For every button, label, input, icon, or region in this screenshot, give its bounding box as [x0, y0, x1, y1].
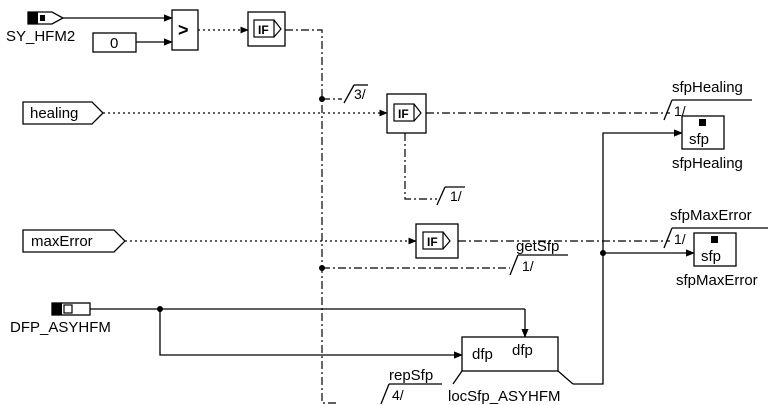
bus-mark-getsfp: 1/ getSfp	[509, 238, 568, 276]
input-healing[interactable]: healing	[22, 101, 104, 125]
sfp-max-error-block[interactable]: sfp sfpMaxError	[676, 232, 758, 289]
svg-text:sfp: sfp	[689, 131, 709, 148]
label-sy-hfm2: SY_HFM2	[6, 28, 75, 45]
compare-operator-block[interactable]: >	[171, 9, 199, 51]
label-repsfp-bus: repSfp	[389, 367, 433, 384]
wire-locsfp-to-sfphealing	[573, 129, 683, 385]
junction-dot	[600, 250, 606, 256]
label-sfphealing-bus: sfpHealing	[672, 79, 743, 96]
wire-dfp-branch	[159, 309, 463, 359]
svg-text:3/: 3/	[354, 86, 366, 102]
bus-mark-sfpmaxerror: 1/ sfpMaxError	[663, 207, 768, 249]
sfp-healing-block[interactable]: sfp sfpHealing	[672, 115, 743, 172]
input-sy-hfm2[interactable]: SY_HFM2	[6, 11, 75, 45]
svg-text:1/: 1/	[674, 103, 686, 119]
svg-text:1/: 1/	[450, 188, 462, 204]
if-block-1[interactable]: IF	[247, 11, 286, 47]
svg-text:IF: IF	[427, 235, 438, 249]
const-zero-value: 0	[110, 35, 118, 52]
locsfp-port-in: dfp	[472, 346, 493, 363]
junction-dot	[157, 306, 163, 312]
bus-mark-main: 3/	[343, 84, 368, 104]
input-max-error[interactable]: maxError	[22, 229, 126, 253]
svg-text:IF: IF	[258, 23, 269, 37]
bus-mark-repsfp: 4/ repSfp	[380, 367, 442, 405]
if-block-2[interactable]: IF	[386, 93, 427, 134]
bus-mark-if2-else: 1/	[436, 186, 465, 206]
compare-symbol: >	[178, 20, 189, 40]
caption-sfp-healing: sfpHealing	[672, 155, 743, 172]
wire-if2-else	[404, 133, 437, 200]
svg-text:IF: IF	[398, 107, 409, 121]
caption-locsfp-asyhfm: locSfp_ASYHFM	[448, 388, 561, 405]
label-getsfp-bus: getSfp	[516, 238, 559, 255]
label-healing: healing	[30, 105, 78, 122]
wire-main-bus	[285, 29, 338, 404]
svg-text:4/: 4/	[392, 387, 404, 403]
label-dfp-asyhfm: DFP_ASYHFM	[10, 319, 111, 336]
svg-text:1/: 1/	[522, 258, 534, 274]
svg-text:sfp: sfp	[701, 248, 721, 265]
if-block-3[interactable]: IF	[415, 223, 459, 259]
locsfp-asyhfm-block[interactable]: dfp dfp locSfp_ASYHFM	[448, 336, 574, 405]
const-zero-block[interactable]: 0	[92, 32, 137, 53]
junction-dot	[319, 96, 325, 102]
caption-sfp-max-error: sfpMaxError	[676, 272, 758, 289]
bus-mark-sfphealing: 1/ sfpHealing	[663, 79, 752, 121]
input-dfp-asyhfm[interactable]: DFP_ASYHFM	[10, 302, 111, 336]
svg-text:1/: 1/	[674, 231, 686, 247]
locsfp-port-out: dfp	[512, 342, 533, 359]
label-max-error: maxError	[31, 233, 93, 250]
junction-dot	[319, 265, 325, 271]
label-sfpmaxerror-bus: sfpMaxError	[670, 207, 752, 224]
